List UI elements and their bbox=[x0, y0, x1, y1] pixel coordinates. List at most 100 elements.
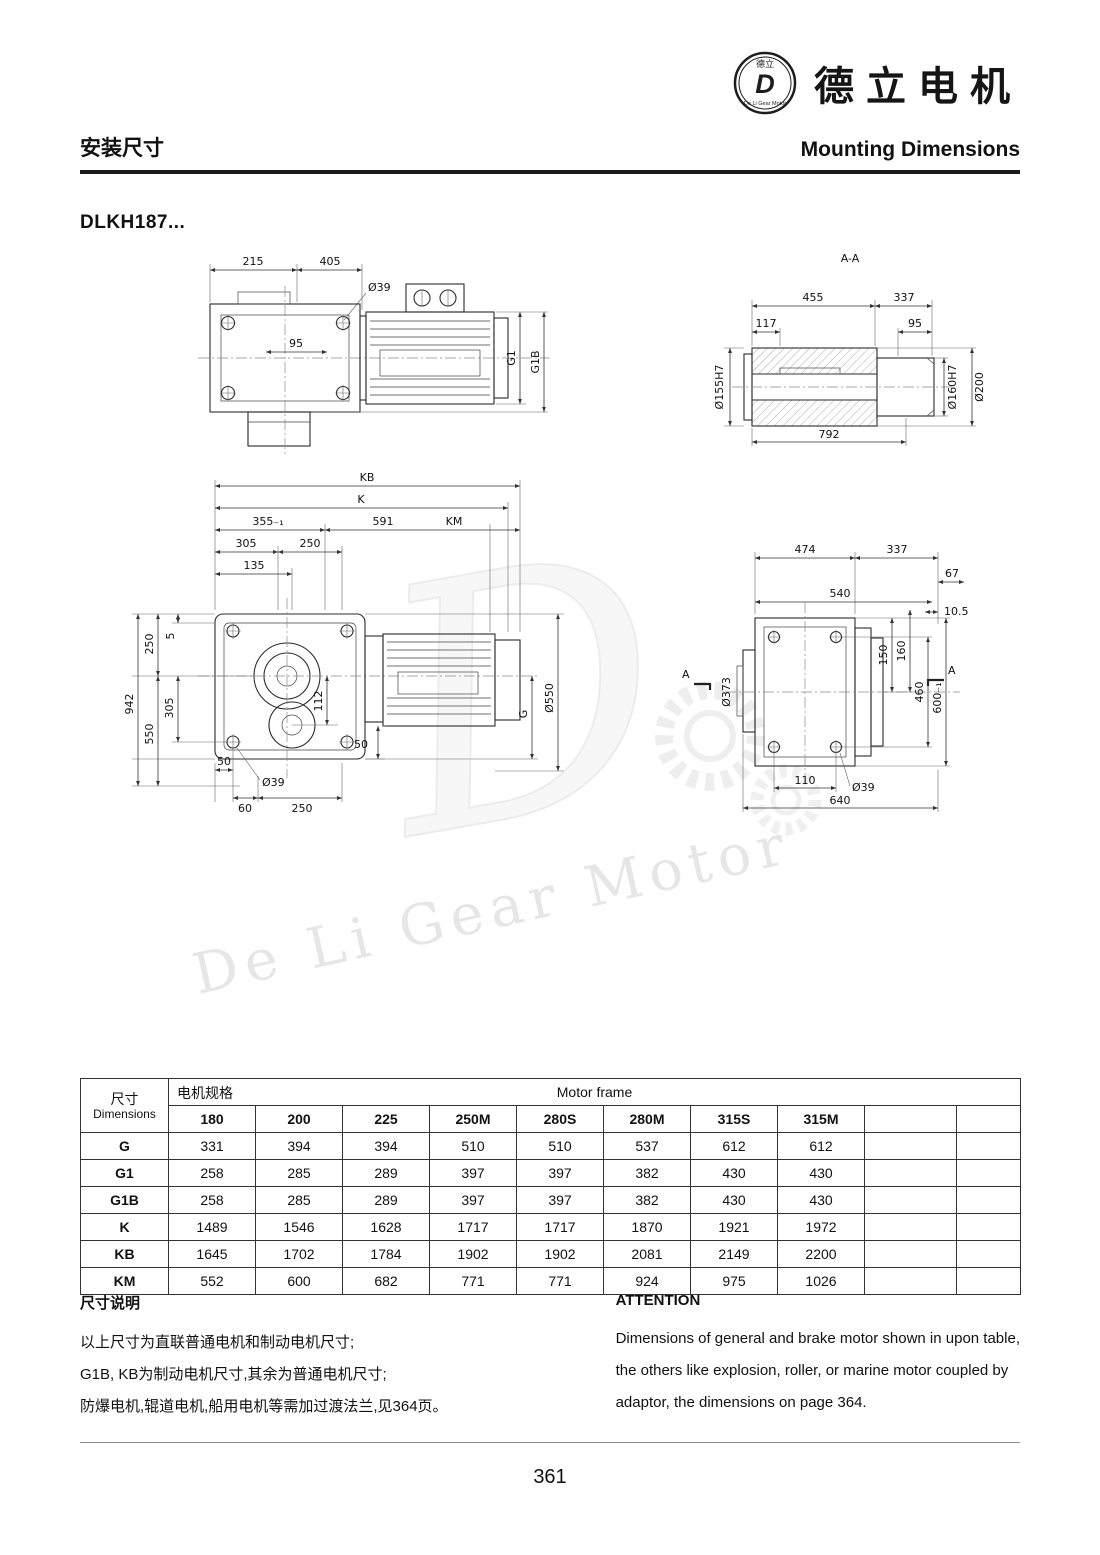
empty-cell bbox=[956, 1267, 1021, 1295]
dim-o550: Ø550 bbox=[543, 683, 556, 713]
page-title-en: Mounting Dimensions bbox=[800, 138, 1020, 161]
dim-250-top: 250 bbox=[300, 537, 321, 550]
dim-550-left: 550 bbox=[143, 724, 156, 745]
front-view-drawing: KB K 355₋₁ 591 KM 305 250 135 bbox=[123, 471, 564, 815]
motor-frame-cn: 电机规格 bbox=[177, 1085, 233, 1101]
col-header-empty bbox=[956, 1105, 1021, 1133]
dim-value-cell: 552 bbox=[168, 1267, 256, 1295]
dim-135: 135 bbox=[244, 559, 265, 572]
brand-header: 德立 D De Li Gear Motor 德立电机 bbox=[732, 50, 1022, 116]
dim-g1: G1 bbox=[505, 350, 518, 366]
col-header: 280M bbox=[603, 1105, 691, 1133]
empty-cell bbox=[956, 1132, 1021, 1160]
dim-g1b: G1B bbox=[529, 350, 542, 373]
dim-value-cell: 430 bbox=[690, 1159, 778, 1187]
dim-value-cell: 771 bbox=[429, 1267, 517, 1295]
notes-en-line: Dimensions of general and brake motor sh… bbox=[615, 1330, 1020, 1347]
empty-cell bbox=[864, 1132, 957, 1160]
dim-value-cell: 510 bbox=[516, 1132, 604, 1160]
dim-value-cell: 1902 bbox=[429, 1240, 517, 1268]
row-label: KB bbox=[80, 1240, 169, 1268]
dim-50-a: 50 bbox=[217, 755, 231, 768]
top-view-drawing: 215 405 Ø39 95 bbox=[198, 255, 550, 454]
empty-cell bbox=[864, 1213, 957, 1241]
side-view-drawing: 474 337 67 540 10.5 Ø373 A A bbox=[682, 543, 969, 812]
dim-o39-top: Ø39 bbox=[368, 281, 391, 294]
col-header: 315M bbox=[777, 1105, 865, 1133]
dim-kb: KB bbox=[360, 471, 375, 484]
col-header: 200 bbox=[255, 1105, 343, 1133]
dim-o39-front: Ø39 bbox=[262, 776, 285, 789]
dim-value-cell: 430 bbox=[690, 1186, 778, 1214]
dim-value-cell: 258 bbox=[168, 1159, 256, 1187]
dim-95-top: 95 bbox=[289, 337, 303, 350]
dim-value-cell: 771 bbox=[516, 1267, 604, 1295]
col-header: 280S bbox=[516, 1105, 604, 1133]
notes-cn-line: G1B, KB为制动电机尺寸,其余为普通电机尺寸; bbox=[80, 1366, 387, 1383]
model-heading: DLKH187... bbox=[80, 212, 186, 233]
dim-value-cell: 600 bbox=[255, 1267, 343, 1295]
dim-value-cell: 382 bbox=[603, 1159, 691, 1187]
dim-value-cell: 397 bbox=[516, 1186, 604, 1214]
dim-value-cell: 682 bbox=[342, 1267, 430, 1295]
dim-250-bottom: 250 bbox=[292, 802, 313, 815]
section-aa-drawing: A-A 455 337 117 95 bbox=[713, 252, 986, 446]
dim-value-cell: 1628 bbox=[342, 1213, 430, 1241]
dim-305-top: 305 bbox=[236, 537, 257, 550]
empty-cell bbox=[956, 1240, 1021, 1268]
col-header: 250M bbox=[429, 1105, 517, 1133]
dim-o39-side: Ø39 bbox=[852, 781, 875, 794]
dim-value-cell: 285 bbox=[255, 1186, 343, 1214]
dim-value-cell: 285 bbox=[255, 1159, 343, 1187]
motor-frame-header: 电机规格 Motor frame bbox=[168, 1078, 1021, 1106]
dimensions-table: 尺寸 Dimensions 电机规格 Motor frame 180 200 2… bbox=[80, 1078, 1021, 1295]
dim-value-cell: 1645 bbox=[168, 1240, 256, 1268]
dim-o155h7: Ø155H7 bbox=[713, 365, 726, 410]
table-row: KB 1645 1702 1784 1902 1902 2081 2149 22… bbox=[80, 1240, 1021, 1268]
notes-english: ATTENTION Dimensions of general and brak… bbox=[616, 1292, 1020, 1423]
dim-value-cell: 510 bbox=[429, 1132, 517, 1160]
dim-value-cell: 430 bbox=[777, 1186, 865, 1214]
row-label: G1B bbox=[80, 1186, 169, 1214]
brand-logo-icon: 德立 D De Li Gear Motor bbox=[733, 51, 797, 115]
table-row: G1B 258 285 289 397 397 382 430 430 bbox=[80, 1186, 1021, 1214]
dim-o160h7: Ø160H7 bbox=[946, 365, 959, 410]
dim-5: 5 bbox=[164, 633, 177, 640]
dim-value-cell: 382 bbox=[603, 1186, 691, 1214]
dim-117: 117 bbox=[756, 317, 777, 330]
dim-value-cell: 397 bbox=[429, 1186, 517, 1214]
section-marker-a-right: A bbox=[948, 664, 956, 677]
dim-337-side: 337 bbox=[887, 543, 908, 556]
dim-460: 460 bbox=[913, 682, 926, 703]
dim-km: KM bbox=[446, 515, 463, 528]
dim-305-left: 305 bbox=[163, 698, 176, 719]
dim-160: 160 bbox=[895, 641, 908, 662]
page-number: 361 bbox=[533, 1466, 567, 1488]
section-title: A-A bbox=[841, 252, 860, 265]
dim-112: 112 bbox=[312, 691, 325, 712]
dim-value-cell: 397 bbox=[429, 1159, 517, 1187]
dim-value-cell: 1972 bbox=[777, 1213, 865, 1241]
header-rule bbox=[80, 170, 1020, 174]
dim-k: K bbox=[357, 493, 365, 506]
dim-value-cell: 1902 bbox=[516, 1240, 604, 1268]
table-row: K 1489 1546 1628 1717 1717 1870 1921 197… bbox=[80, 1213, 1021, 1241]
dim-value-cell: 289 bbox=[342, 1186, 430, 1214]
watermark: D De Li Gear Motor bbox=[187, 477, 822, 1008]
dim-value-cell: 397 bbox=[516, 1159, 604, 1187]
empty-cell bbox=[956, 1186, 1021, 1214]
dim-value-cell: 331 bbox=[168, 1132, 256, 1160]
title-bar: 安装尺寸 Mounting Dimensions bbox=[80, 132, 1020, 162]
dim-355: 355₋₁ bbox=[252, 515, 283, 528]
dim-g: G bbox=[517, 710, 530, 719]
empty-cell bbox=[864, 1186, 957, 1214]
dim-405: 405 bbox=[320, 255, 341, 268]
col-header-empty bbox=[864, 1105, 957, 1133]
dim-value-cell: 975 bbox=[690, 1267, 778, 1295]
dim-50-b: 50 bbox=[354, 738, 368, 751]
row-label: KM bbox=[80, 1267, 169, 1295]
dim-value-cell: 1870 bbox=[603, 1213, 691, 1241]
dim-455: 455 bbox=[803, 291, 824, 304]
dim-474: 474 bbox=[795, 543, 816, 556]
